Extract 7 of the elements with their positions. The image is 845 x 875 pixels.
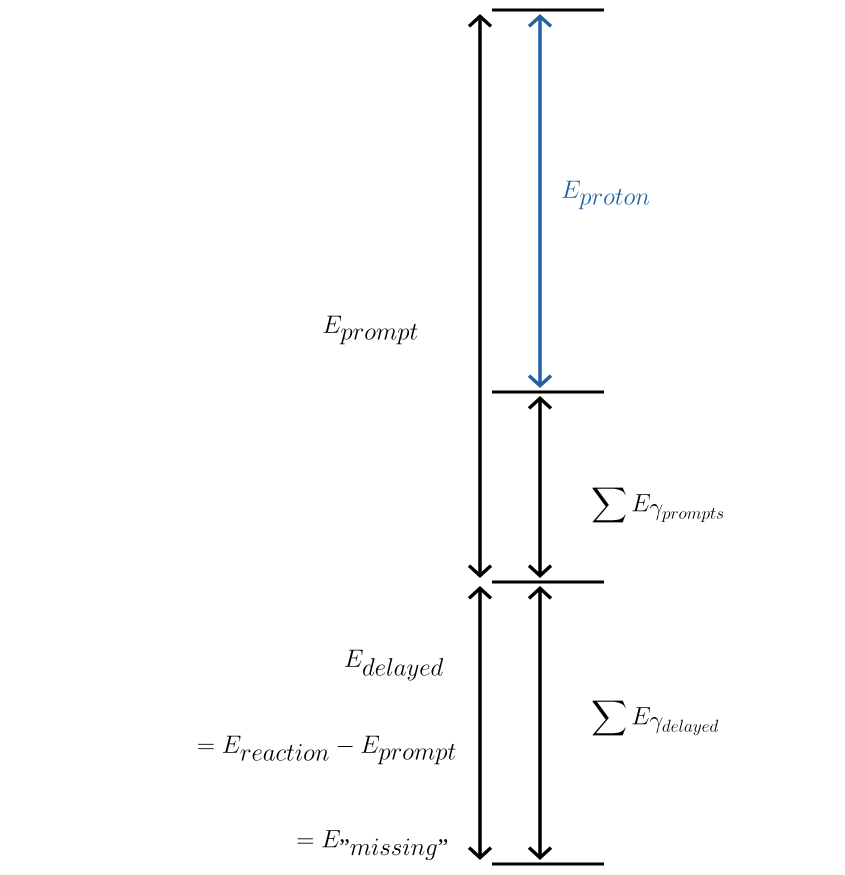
energy-label: $= E_{\text{"}missing\text{"}}$ [297, 830, 448, 860]
energy-label: $= E_{reaction} - E_{prompt}$ [198, 736, 456, 764]
energy-label: $E_{prompt}$ [323, 316, 418, 344]
energy-label: $\sum E_{\gamma_{delayed}}$ [592, 700, 718, 736]
energy-label: $\sum E_{\gamma_{prompts}}$ [592, 488, 724, 522]
energy-label: $E_{delayed}$ [345, 650, 444, 681]
energy-label: $E_{proton}$ [562, 180, 650, 210]
